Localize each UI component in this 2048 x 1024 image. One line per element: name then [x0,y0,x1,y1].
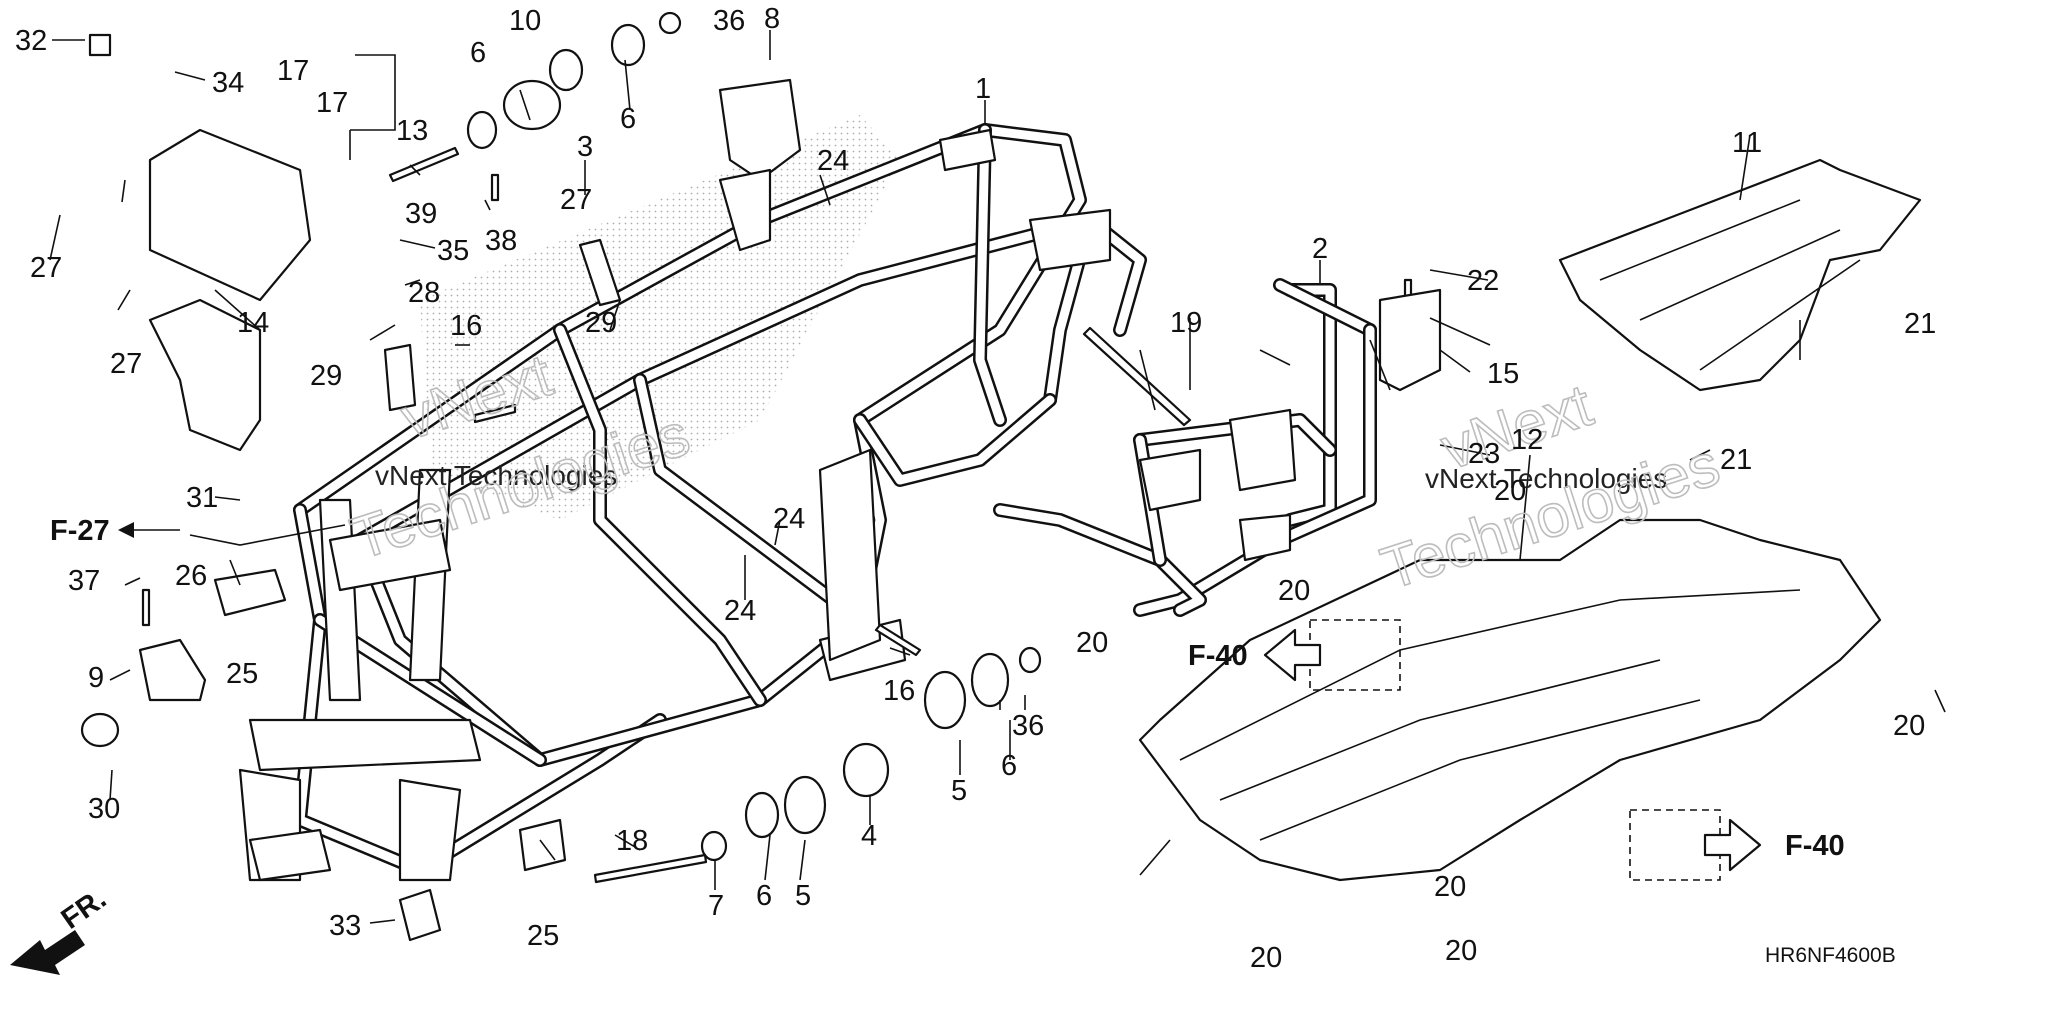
callout-label: 27 [560,184,592,216]
callout-label: 1 [975,73,991,105]
callout-label: 7 [708,890,724,922]
callout-label: 8 [764,3,780,35]
callout-label: 20 [1250,942,1282,974]
callout-label: 17 [277,55,309,87]
callout-label: 31 [186,482,218,514]
callout-label: 20 [1893,710,1925,742]
callout-label: 5 [795,880,811,912]
reference-label: F-40 [1188,640,1248,672]
watermark-text: vNext Technologies [1425,463,1667,494]
callout-label: 6 [756,880,772,912]
callout-label: 39 [405,198,437,230]
callout-label: 10 [509,5,541,37]
callout-label: 28 [408,277,440,309]
callout-label: 25 [527,920,559,952]
callout-label: 30 [88,793,120,825]
callout-label: 5 [951,775,967,807]
callout-labels: 1 2 3 4 5 5 6 6 6 6 7 8 9 10 11 12 13 14… [15,3,1936,974]
callout-label: 24 [724,595,756,627]
callout-label: 13 [396,115,428,147]
callout-label: 4 [861,820,877,852]
callout-label: 17 [316,87,348,119]
callout-label: 20 [1445,935,1477,967]
front-direction-label: FR. [56,883,113,936]
callout-label: 25 [226,658,258,690]
callout-label: 21 [1720,444,1752,476]
callout-label: 24 [773,503,805,535]
leader-lines [49,30,1946,924]
callout-label: 24 [817,145,849,177]
callout-label: 35 [437,235,469,267]
callout-label: 29 [585,307,617,339]
callout-label: 15 [1487,358,1519,390]
callout-label: 3 [577,131,593,163]
front-arrow-icon [10,930,85,975]
callout-label: 12 [1511,424,1543,456]
callout-label: 6 [620,103,636,135]
reference-label: F-40 [1785,830,1845,862]
callout-label: 6 [470,37,486,69]
reference-arrow-icon [118,522,134,538]
callout-label: 19 [1170,307,1202,339]
callout-label: 37 [68,565,100,597]
callout-label: 16 [883,675,915,707]
callout-label: 14 [237,307,269,339]
callout-label: 36 [1012,710,1044,742]
reference-label: F-27 [50,515,110,547]
watermark-text: vNext Technologies [375,460,617,491]
callout-label: 11 [1732,127,1762,159]
callout-label: 16 [450,310,482,342]
sub-frame [993,278,1377,617]
callout-label: 18 [616,825,648,857]
callout-label: 34 [212,67,244,99]
main-frame [238,123,1147,882]
callout-label: 23 [1468,438,1500,470]
callout-label: 38 [485,225,517,257]
callout-label: 33 [329,910,361,942]
skid-plate-lower [1138,518,1882,882]
callout-label: 20 [1494,475,1526,507]
small-parts [10,11,1762,975]
callout-label: 27 [30,252,62,284]
callout-label: 36 [713,5,745,37]
callout-label: 20 [1278,575,1310,607]
callout-label: 20 [1076,627,1108,659]
callout-label: 6 [1001,750,1017,782]
callout-label: 9 [88,662,104,694]
callout-label: 32 [15,25,47,57]
callout-label: 29 [310,360,342,392]
callout-label: 27 [110,348,142,380]
callout-label: 2 [1312,233,1328,265]
callout-label: 21 [1904,308,1936,340]
callout-label: 20 [1434,871,1466,903]
callout-label: 26 [175,560,207,592]
callout-label: 22 [1467,265,1499,297]
diagram-code: HR6NF4600B [1765,944,1896,967]
